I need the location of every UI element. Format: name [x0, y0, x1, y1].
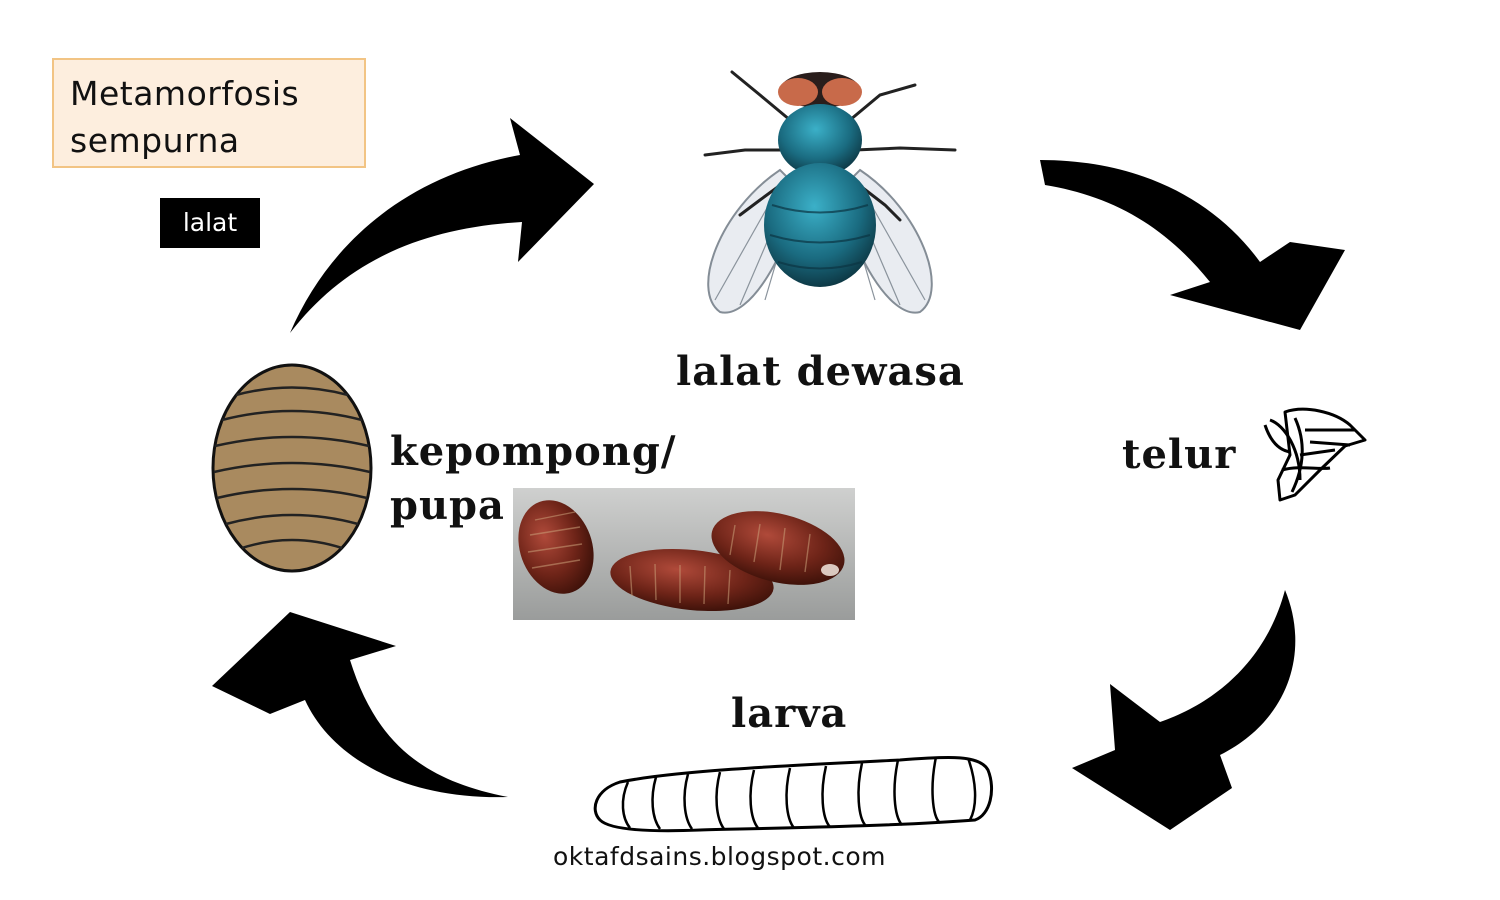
label-egg: telur — [1122, 431, 1237, 478]
pupa-photo — [513, 488, 855, 620]
arrow-egg-to-larva — [1072, 590, 1296, 830]
source-credit: oktafdsains.blogspot.com — [553, 842, 886, 871]
pupa-illustration — [211, 363, 373, 573]
title-line-2: sempurna — [70, 121, 240, 160]
arrow-larva-to-pupa — [212, 612, 508, 798]
egg-cluster-illustration — [1263, 407, 1367, 502]
title-line-1: Metamorfosis — [70, 74, 300, 113]
label-adult: lalat dewasa — [676, 348, 965, 395]
label-pupa-line-1: kepompong/ — [390, 428, 677, 475]
adult-fly-illustration — [703, 70, 957, 314]
subject-tag: lalat — [160, 198, 260, 248]
label-larva: larva — [731, 690, 848, 737]
diagram-title-box: Metamorfosis sempurna — [52, 58, 366, 168]
larva-illustration — [593, 755, 993, 833]
arrow-adult-to-egg — [1040, 160, 1345, 330]
label-pupa-line-2: pupa — [390, 482, 505, 529]
arrow-pupa-to-adult — [290, 118, 594, 333]
